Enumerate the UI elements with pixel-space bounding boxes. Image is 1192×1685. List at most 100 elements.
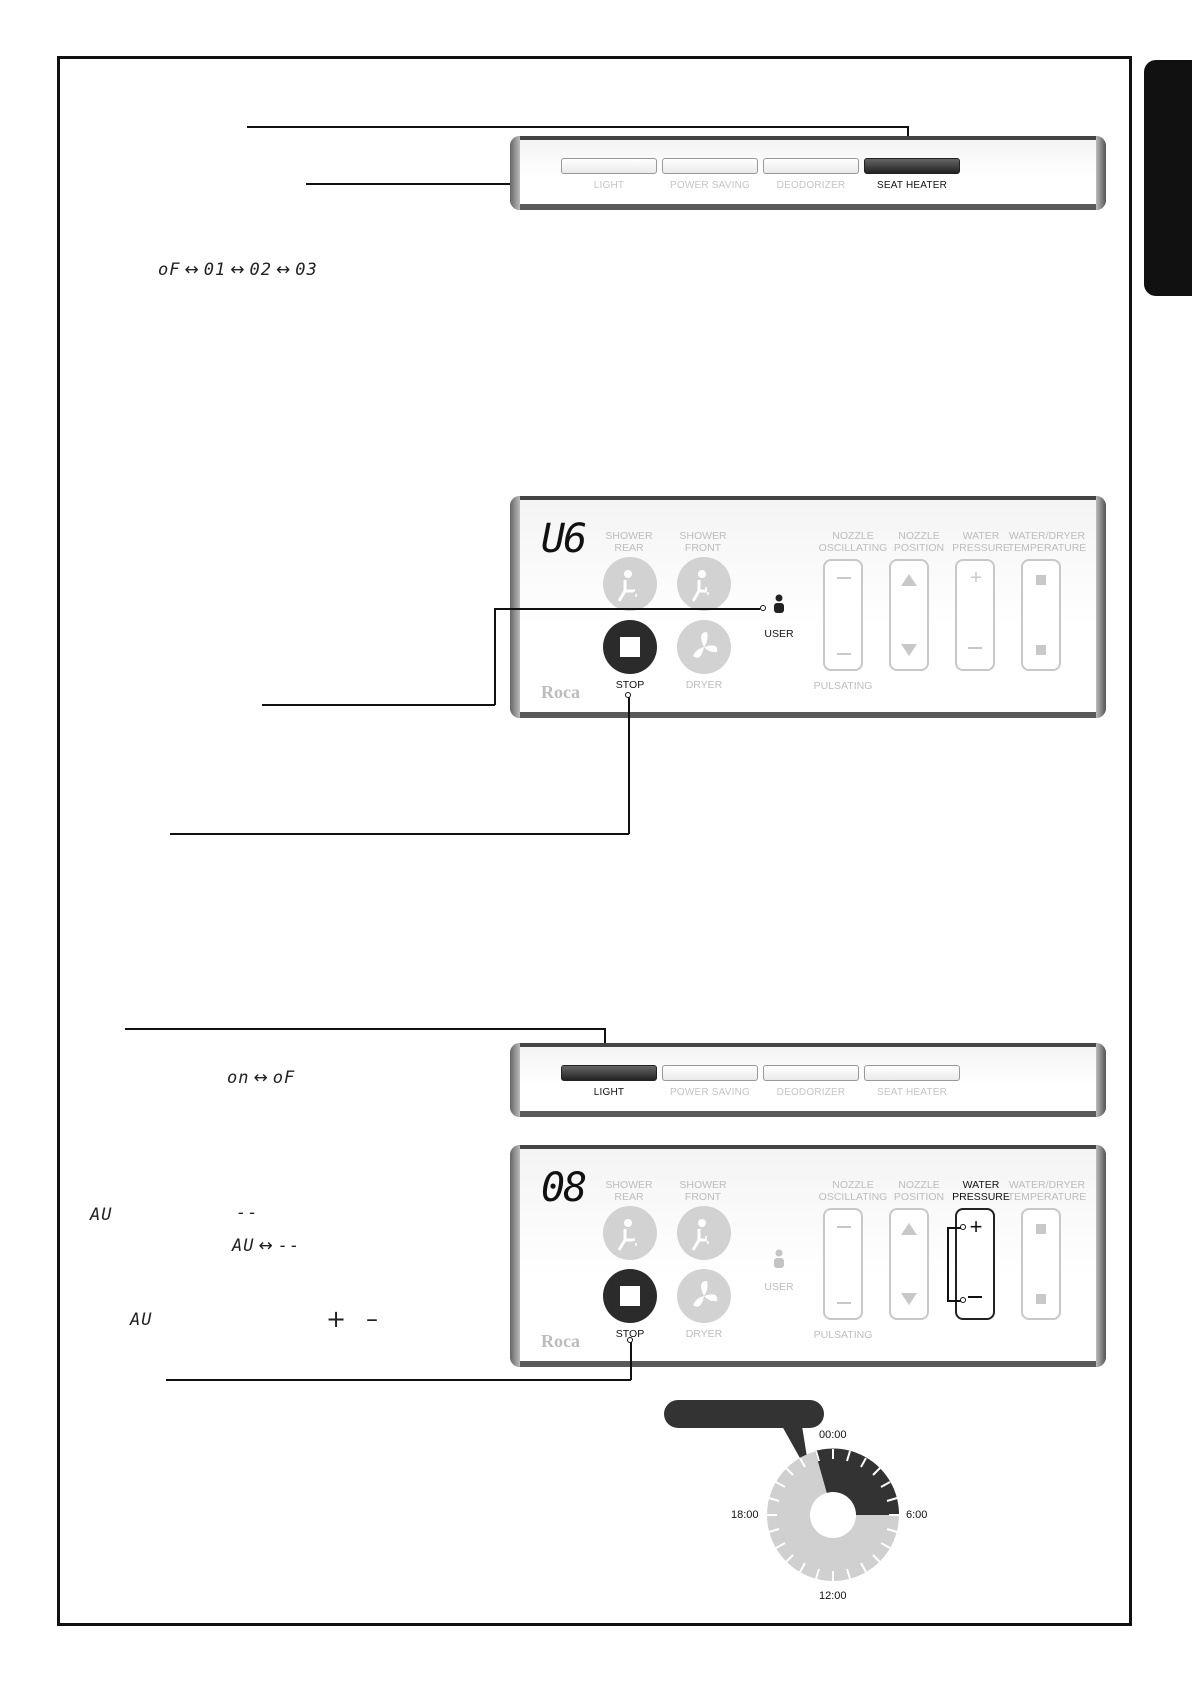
nozzle-position-label: NOZZLE POSITION [893, 1179, 945, 1203]
seat-heater-button[interactable] [864, 158, 960, 174]
light-button[interactable] [561, 1065, 657, 1081]
water-temperature-control[interactable] [1021, 1208, 1061, 1320]
callout-line [604, 1028, 606, 1056]
stop-label: STOP [615, 679, 645, 691]
lcd-display: U6 [541, 516, 587, 562]
bracket-line [947, 1300, 961, 1302]
deodorizer-label: DEODORIZER [776, 180, 846, 191]
fan-icon [693, 632, 718, 658]
fan-icon [693, 1281, 718, 1307]
power-saving-button[interactable] [662, 1065, 758, 1081]
dryer-button[interactable] [677, 1269, 731, 1323]
timer-dial [767, 1448, 900, 1581]
plus-icon: + [969, 1214, 983, 1239]
page-frame [57, 56, 1132, 1626]
section-tab [1144, 60, 1192, 296]
water-temperature-label: WATER/DRYER TEMPERATURE [1007, 1179, 1087, 1203]
nozzle-position-control[interactable] [889, 559, 929, 671]
nozzle-position-label: NOZZLE POSITION [893, 530, 945, 554]
shower-rear-label: SHOWER REAR [605, 530, 653, 554]
seg-of: oF [272, 1068, 296, 1088]
user-icon [774, 594, 784, 613]
clock-label-top: 00:00 [819, 1429, 847, 1441]
dial-center [810, 1492, 856, 1538]
seat-heater-button[interactable] [864, 1065, 960, 1081]
light-label: LIGHT [593, 1087, 625, 1098]
seat-level-cycle: oF↔01↔02↔03 [158, 260, 318, 280]
roca-logo: Roca [541, 682, 580, 702]
dash-symbol: -- [236, 1203, 259, 1223]
shower-rear-button[interactable] [603, 1206, 657, 1260]
deodorizer-label: DEODORIZER [776, 1087, 846, 1098]
arrow-up-icon [901, 1223, 917, 1235]
plus-symbol: + [326, 1305, 347, 1333]
cycle-arrow: ↔ [230, 260, 246, 280]
deodorizer-button[interactable] [763, 1065, 859, 1081]
callout-line [494, 608, 496, 705]
dryer-label: DRYER [685, 1328, 723, 1340]
callout-line [125, 1028, 605, 1030]
seg-of: oF [158, 260, 181, 280]
cycle-arrow: ↔ [275, 260, 292, 280]
shower-rear-button[interactable] [603, 557, 657, 611]
power-saving-button[interactable] [662, 158, 758, 174]
seg-03: 03 [295, 260, 318, 280]
clock-label-right: 6:00 [906, 1509, 928, 1521]
deodorizer-button[interactable] [763, 158, 859, 174]
pulsating-label: PULSATING [813, 680, 873, 692]
seg-on: on [227, 1068, 250, 1088]
seg-02: 02 [249, 260, 272, 280]
shower-rear-label: SHOWER REAR [605, 1179, 653, 1203]
water-pressure-label: WATER PRESSURE [952, 1179, 1010, 1203]
callout-dot [760, 605, 766, 611]
callout-line [494, 608, 760, 610]
nozzle-oscillating-label: NOZZLE OSCILLATING [818, 1179, 888, 1203]
control-panel-1: U6 SHOWER REAR SHOWER FRONT STOP DRYER U… [510, 496, 1106, 718]
callout-line [247, 126, 908, 128]
shower-rear-icon [617, 570, 637, 602]
callout-line [262, 704, 495, 706]
minus-symbol: – [366, 1305, 378, 1333]
au-symbol: AU [130, 1310, 153, 1330]
dryer-label: DRYER [685, 679, 723, 691]
shower-front-icon [691, 1219, 709, 1251]
user-label: USER [764, 1281, 794, 1293]
temp-up-icon [1036, 575, 1046, 585]
water-temperature-label: WATER/DRYER TEMPERATURE [1007, 530, 1087, 554]
bracket-line [947, 1227, 961, 1229]
power-saving-label: POWER SAVING [669, 180, 750, 191]
roca-logo: Roca [541, 1331, 580, 1351]
nozzle-oscillating-control[interactable] [823, 1208, 863, 1320]
shower-front-label: SHOWER FRONT [679, 530, 727, 554]
bracket-line [947, 1227, 949, 1301]
pulsate-mark [837, 653, 851, 655]
seg-01: 01 [203, 260, 227, 280]
shower-front-button[interactable] [677, 1206, 731, 1260]
shower-front-icon [691, 570, 709, 602]
water-pressure-control[interactable]: + [955, 559, 995, 671]
lcd-display: 08 [541, 1165, 587, 1211]
nozzle-oscillating-control[interactable] [823, 559, 863, 671]
stop-button[interactable] [603, 620, 657, 674]
shower-rear-icon [617, 1219, 637, 1251]
stop-label: STOP [615, 1328, 645, 1340]
cycle-arrow: ↔ [253, 1068, 269, 1088]
power-saving-label: POWER SAVING [669, 1087, 750, 1098]
user-label: USER [764, 628, 794, 640]
temp-up-icon [1036, 1224, 1046, 1234]
shower-front-button[interactable] [677, 557, 731, 611]
user-icon [774, 1249, 784, 1268]
seg-dash: -- [277, 1236, 301, 1256]
cycle-arrow: ↔ [184, 260, 200, 280]
light-button[interactable] [561, 158, 657, 174]
arrow-down-icon [901, 644, 917, 656]
water-temperature-control[interactable] [1021, 559, 1061, 671]
temp-down-icon [1036, 1294, 1046, 1304]
nozzle-oscillating-label: NOZZLE OSCILLATING [818, 530, 888, 554]
minus-icon [968, 647, 982, 649]
nozzle-position-control[interactable] [889, 1208, 929, 1320]
stop-button[interactable] [603, 1269, 657, 1323]
control-panel-2: 08 SHOWER REAR SHOWER FRONT STOP DRYER U… [510, 1145, 1106, 1367]
dryer-button[interactable] [677, 620, 731, 674]
pulsate-mark [837, 1302, 851, 1304]
